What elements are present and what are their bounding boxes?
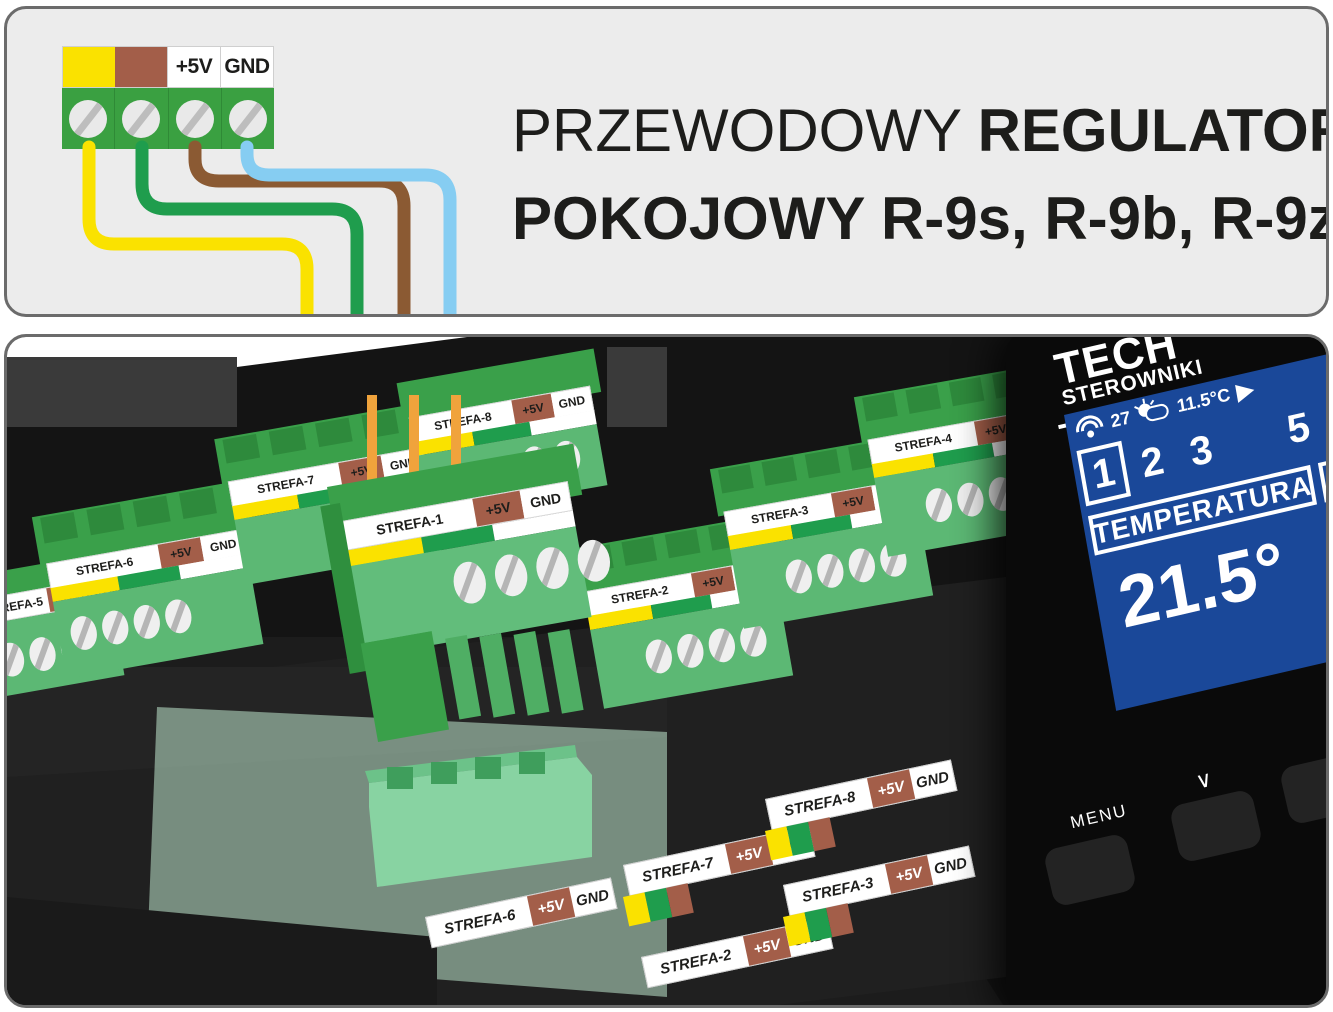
terminal-screw-cell-2	[115, 88, 169, 149]
screw-icon	[131, 602, 163, 641]
yellow-wire	[82, 140, 314, 314]
wifi-icon	[1073, 412, 1106, 440]
title-line-2: POKOJOWY R-9s, R-9b, R-9z	[512, 185, 1329, 252]
down-button-label: ∨	[1193, 765, 1217, 794]
screw-icon	[923, 486, 955, 525]
humidity-value: 27	[1108, 406, 1132, 432]
screw-icon	[643, 637, 675, 676]
terminal-screw-row	[62, 88, 274, 149]
terminal-label-yellow	[63, 47, 115, 87]
screw-icon	[7, 640, 27, 679]
menu-button-label: MENU	[1068, 800, 1130, 833]
connector-legs	[360, 629, 584, 743]
screw-icon	[674, 631, 707, 670]
zone-1[interactable]: 1	[1076, 440, 1132, 507]
terminal-block-diagram: +5V GND	[62, 46, 274, 149]
up-button[interactable]	[1278, 750, 1326, 826]
screw-icon	[846, 546, 878, 585]
screw-icon	[26, 635, 59, 674]
screw-icon	[783, 557, 815, 596]
blue-wire	[240, 140, 457, 314]
terminal-screw-cell-3	[169, 88, 222, 149]
page-title: PRZEWODOWY REGULATOR POKOJOWY R-9s, R-9b…	[512, 87, 1329, 263]
zone-5[interactable]: 5	[1283, 403, 1314, 453]
terminal-label-brown	[115, 47, 167, 87]
screw-icon	[175, 99, 214, 138]
zone-4[interactable]	[1223, 407, 1278, 473]
menu-button[interactable]	[1042, 832, 1138, 908]
screw-icon	[814, 551, 847, 590]
screw-icon	[122, 99, 161, 138]
title-word-przewodowy: PRZEWODOWY	[512, 97, 978, 164]
down-button[interactable]	[1168, 788, 1264, 864]
terminal-label-5v: +5V	[167, 47, 220, 87]
next-arrow-icon[interactable]: ▶	[1234, 375, 1256, 405]
terminal-screw-cell-1	[62, 88, 116, 149]
screw-icon	[162, 597, 195, 636]
screw-icon	[69, 99, 108, 138]
terminal-screw-cell-4	[222, 88, 274, 149]
zone-3[interactable]: 3	[1186, 426, 1216, 475]
zone-2[interactable]: 2	[1137, 437, 1168, 487]
green-wire	[135, 140, 364, 314]
wire-bundle	[82, 140, 457, 314]
screw-icon	[99, 608, 132, 647]
empty-socket	[365, 745, 592, 887]
screw-icon	[68, 614, 100, 653]
screw-icon	[491, 551, 531, 599]
connector-slots	[40, 487, 217, 544]
screw-icon	[954, 480, 987, 519]
terminal-label-gnd: GND	[220, 47, 273, 87]
screw-icon	[450, 559, 490, 607]
room-regulator-device: TECH STEROWNIKI 27	[1006, 337, 1326, 1005]
screw-icon	[228, 99, 267, 138]
title-line-1: PRZEWODOWY REGULATOR	[512, 87, 1326, 175]
screen-right-column: ZA 8.9 HA	[1317, 442, 1326, 599]
title-word-regulator: REGULATOR	[977, 97, 1329, 164]
screw-icon	[533, 544, 572, 592]
outside-temperature: 11.5°C	[1175, 383, 1232, 416]
screw-icon	[706, 626, 738, 665]
terminal-label-row: +5V GND	[62, 46, 274, 88]
connector-pins	[367, 395, 461, 487]
sun-behind-cloud-icon	[1134, 396, 1172, 427]
top-info-panel: +5V GND PRZEWODOWY REGULATOR POKOJOWY R-…	[4, 6, 1329, 317]
product-photo-panel: STREFA-5 +5V GND STREFA-6 +5V	[4, 334, 1329, 1008]
